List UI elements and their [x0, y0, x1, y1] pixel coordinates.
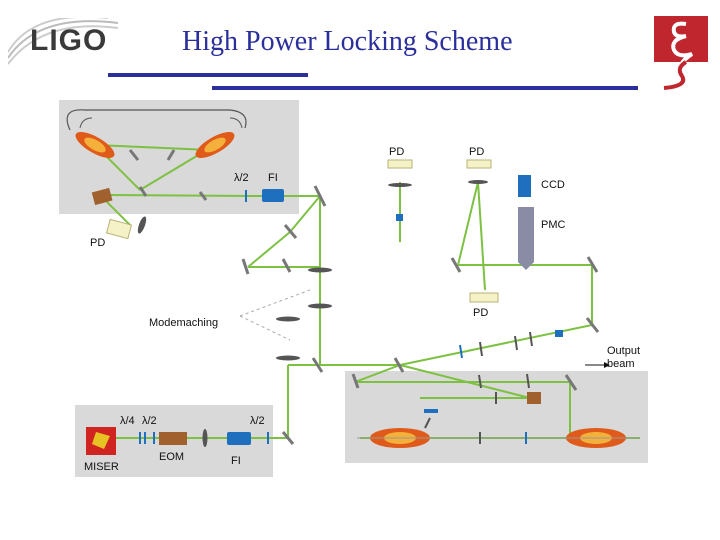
beam-paths — [94, 144, 640, 439]
miser-laser — [86, 427, 116, 455]
label-pd-top-1: PD — [389, 146, 404, 158]
label-eom: EOM — [159, 451, 184, 463]
ligo-swirl-icon — [8, 18, 119, 65]
laser-crystal-right — [195, 132, 235, 158]
lenses — [137, 180, 488, 447]
label-modematching: Modemaching — [149, 317, 218, 329]
photodiodes — [105, 159, 499, 303]
label-output-beam-1: Output — [607, 345, 640, 357]
mirrors — [128, 149, 600, 445]
title-underline-long — [212, 86, 638, 90]
ring-cavity-path — [66, 109, 247, 131]
output-cavity-panel — [345, 371, 648, 463]
label-fi-top: FI — [268, 172, 278, 184]
laser-crystal-left — [75, 132, 115, 158]
label-pd-mid: PD — [473, 307, 488, 319]
page-title: High Power Locking Scheme — [182, 26, 513, 57]
label-lambda-half-top: λ/2 — [234, 172, 249, 184]
label-pd-left: PD — [90, 237, 105, 249]
waveplates — [139, 190, 527, 444]
title-underline-short — [108, 73, 308, 77]
university-seal-icon — [654, 16, 708, 90]
isolators — [227, 175, 563, 445]
ccd-camera — [518, 175, 531, 197]
label-output-beam-2: beam — [607, 358, 635, 370]
label-lambda-quarter: λ/4 — [120, 415, 135, 427]
label-fi-bottom: FI — [231, 455, 241, 467]
label-ccd: CCD — [541, 179, 565, 191]
label-miser: MISER — [84, 461, 119, 473]
label-pd-top-2: PD — [469, 146, 484, 158]
small-optics — [424, 331, 533, 444]
brown-components — [91, 187, 541, 445]
label-lambda-half-right: λ/2 — [250, 415, 265, 427]
logo-text: LIGO — [30, 24, 108, 57]
label-lambda-half-left: λ/2 — [142, 415, 157, 427]
label-pmc: PMC — [541, 219, 566, 231]
pmc-cavity — [518, 207, 534, 270]
